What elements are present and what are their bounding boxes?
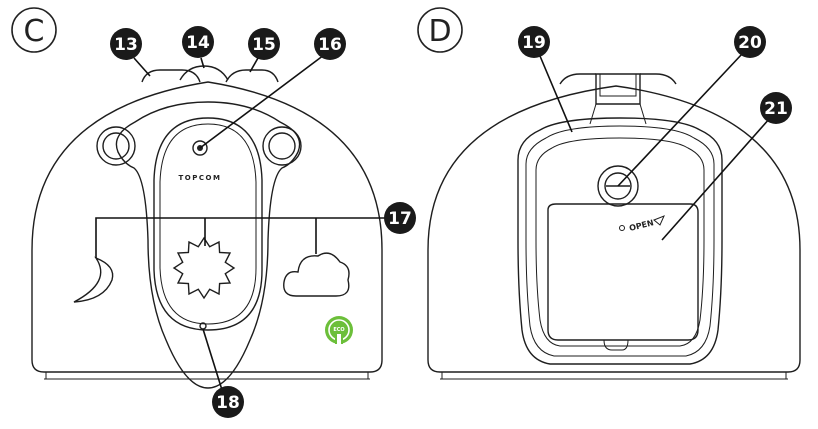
svg-text:13: 13 bbox=[114, 35, 138, 55]
moon-icon bbox=[74, 258, 113, 302]
leader-17-moon bbox=[96, 218, 388, 258]
open-arrow-icon bbox=[654, 216, 664, 225]
top-button-14 bbox=[180, 66, 228, 80]
back-housing bbox=[428, 86, 800, 372]
face-panel bbox=[154, 118, 262, 330]
leader-18 bbox=[203, 329, 222, 390]
panel-c: C TOPCOM bbox=[12, 8, 416, 418]
eco-badge-text: ECO bbox=[333, 327, 344, 333]
panel-c-label: C bbox=[12, 8, 56, 52]
open-dot bbox=[620, 226, 625, 231]
sun-icon bbox=[174, 238, 234, 298]
svg-text:20: 20 bbox=[738, 33, 762, 53]
callout-13: 13 bbox=[110, 28, 142, 60]
svg-text:19: 19 bbox=[522, 33, 546, 53]
svg-text:21: 21 bbox=[764, 99, 788, 119]
svg-text:18: 18 bbox=[216, 393, 240, 413]
callout-17: 17 bbox=[384, 202, 416, 234]
leader-19 bbox=[540, 56, 572, 132]
sun-shape bbox=[174, 238, 234, 298]
callout-19: 19 bbox=[518, 26, 550, 58]
panel-d-letter: D bbox=[428, 14, 451, 49]
leader-21 bbox=[662, 118, 770, 240]
leader-16 bbox=[200, 52, 328, 148]
open-label: OPEN bbox=[628, 218, 654, 233]
svg-text:15: 15 bbox=[252, 35, 276, 55]
callout-21: 21 bbox=[760, 92, 792, 124]
callout-20: 20 bbox=[734, 26, 766, 58]
callout-16: 16 bbox=[314, 28, 346, 60]
top-button-13 bbox=[142, 70, 200, 82]
panel-d: D OPEN bbox=[418, 8, 800, 379]
brand-logo: TOPCOM bbox=[179, 174, 222, 182]
callout-14: 14 bbox=[182, 26, 214, 58]
panel-c-letter: C bbox=[24, 14, 45, 49]
svg-text:17: 17 bbox=[388, 209, 412, 229]
eco-badge-icon: ECO bbox=[325, 316, 353, 344]
svg-text:16: 16 bbox=[318, 35, 342, 55]
callout-18: 18 bbox=[212, 386, 244, 418]
top-button-15 bbox=[226, 70, 278, 82]
callout-15: 15 bbox=[248, 28, 280, 60]
svg-text:14: 14 bbox=[186, 33, 210, 53]
cloud-icon bbox=[284, 253, 349, 296]
panel-d-label: D bbox=[418, 8, 462, 52]
